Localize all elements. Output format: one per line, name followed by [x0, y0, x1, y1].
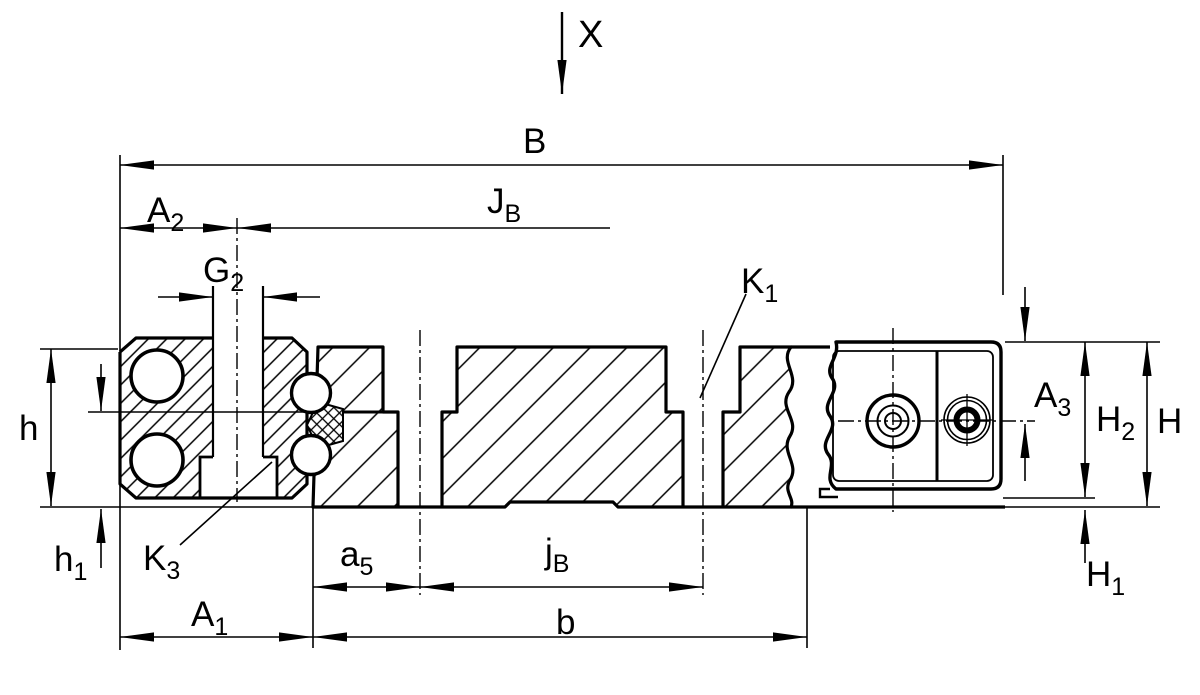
label-dim-h: h [19, 409, 38, 448]
rail-body [311, 345, 1005, 509]
label-dim-H1: H1 [1086, 555, 1125, 601]
label-dim-G2: G2 [203, 251, 244, 297]
rail-section-outline [311, 345, 795, 509]
label-ref-K1: K1 [741, 262, 778, 308]
leader-K1 [699, 293, 747, 399]
label-dim-A2: A2 [147, 191, 184, 237]
carriage-block [88, 286, 344, 500]
end-cap-inner-border [832, 350, 994, 482]
label-dim-a5: a5 [340, 535, 373, 581]
ball-small-top [289, 371, 333, 415]
leader-K3 [179, 461, 273, 546]
carriage-outline [118, 336, 309, 500]
dimension-system [40, 12, 1160, 650]
label-dim-H2: H2 [1096, 400, 1135, 446]
label-dim-JB: JB [487, 182, 521, 228]
lube-pocket [198, 455, 279, 497]
label-dim-A3: A3 [1034, 376, 1071, 422]
lube-slot-walls [211, 286, 265, 457]
dimension-labels: X B A2 JB G2 K1 K3 h h1 A1 a5 jB b A3 H2… [19, 14, 1182, 642]
label-dim-b: b [556, 603, 575, 642]
label-dim-H: H [1157, 402, 1182, 441]
label-ref-K3: K3 [143, 539, 180, 585]
label-dim-jb: jB [544, 532, 569, 578]
ball-large-bottom [129, 432, 185, 488]
wiper-lip [818, 487, 838, 499]
side-lube-port [941, 394, 993, 446]
end-cap [818, 340, 1003, 499]
label-dim-B: B [523, 122, 546, 161]
ball-small-bottom [289, 433, 333, 477]
centerlines [236, 218, 1035, 595]
label-section-x: X [578, 14, 603, 56]
ball-large-top [129, 348, 185, 404]
label-dim-h1: h1 [54, 540, 87, 586]
label-dim-A1: A1 [191, 595, 228, 641]
